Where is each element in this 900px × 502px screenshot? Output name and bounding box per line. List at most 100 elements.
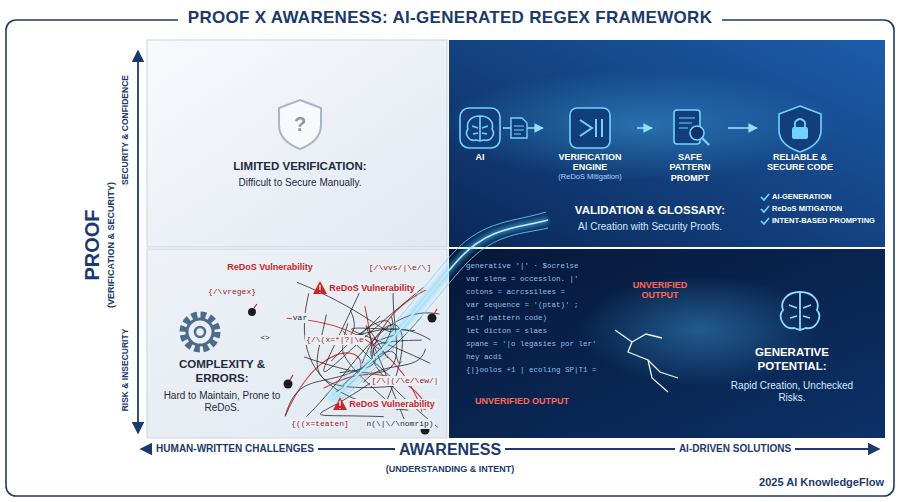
crack-lines	[632, 334, 662, 342]
crack-lines	[615, 330, 678, 392]
regex-fragment: <>	[259, 333, 271, 342]
node-body: AI Creation with Security Proofs.	[535, 221, 765, 233]
axis-end-label: RISK & INSECURITY	[121, 329, 131, 412]
quadrant-fills	[147, 40, 447, 247]
regex-fragment: var	[292, 313, 308, 322]
code-line: generative '|' · $ocrelse	[466, 262, 579, 271]
title-bar: PROOF X AWARENESS: AI-GENERATED REGEX FR…	[0, 8, 900, 28]
quadrant-panel: LIMITED VERIFICATION: Difficult to Secure…	[147, 40, 447, 247]
bomb-icons	[434, 309, 437, 314]
regex-fragment: [/\vvs/|\e/\]	[368, 263, 432, 272]
node-heading: COMPLEXITY & ERRORS:	[155, 358, 289, 386]
warning-label: UNVERIFIED OUTPUT	[624, 280, 696, 301]
bomb-icons	[428, 314, 437, 323]
step-icons	[467, 116, 494, 141]
tangled-regex-lines	[306, 313, 439, 417]
quadrant-fills	[449, 249, 885, 438]
step-icons	[580, 119, 602, 137]
watermark: 2025 AI KnowledgeFlow	[759, 476, 884, 489]
warning-icons	[313, 281, 327, 294]
code-line: let dicton = slaes	[466, 327, 547, 336]
checklist-item: ReDoS MITIGATION	[772, 205, 842, 214]
brain-icon	[789, 292, 811, 330]
regex-fragment: [/\|(/\e/\ew/|	[370, 376, 439, 385]
pipeline-step: RELIABLE & SECURE CODE	[758, 108, 842, 175]
regex-fragment: {/\(x=*|?|\e	[305, 335, 365, 344]
node-body: (ReDoS Mitigation)	[548, 173, 632, 182]
document-icon	[511, 118, 527, 138]
regex-fragment: n(\|\/\nomrip)	[365, 419, 434, 428]
gear-icon	[195, 327, 205, 337]
warning-label: ReDoS Vulnerability	[347, 399, 437, 409]
check-marks	[761, 194, 769, 224]
diagram-title: PROOF X AWARENESS: AI-GENERATED REGEX FR…	[178, 8, 722, 27]
warning-label: ReDoS Vulnerability	[327, 283, 417, 293]
warning-label: UNVERIFIED OUTPUT	[462, 396, 582, 406]
warning-icons	[319, 285, 320, 293]
code-line: {|}oolos +1 | ecoling SP|T1 =	[466, 366, 597, 375]
axis-title: PROOF	[81, 209, 104, 280]
shield-icon	[279, 100, 321, 149]
node-heading: AI	[462, 152, 498, 162]
code-line: var slene = occesslon. |'	[466, 275, 579, 284]
edge-group	[503, 128, 757, 129]
bomb-icons	[290, 375, 293, 380]
node-heading: RELIABLE & SECURE CODE	[762, 152, 838, 173]
axis-end-label: HUMAN-WRITTEN CHALLENGES	[152, 443, 318, 455]
code-line: cotons = acrcssilees =	[466, 288, 565, 297]
step-icons	[570, 108, 610, 148]
axis-title: AWARENESS	[395, 441, 505, 459]
gear-icon	[183, 315, 217, 349]
pipeline-step: SAFE PATTERN PROMPT	[653, 108, 727, 185]
bomb-icons	[284, 380, 293, 389]
step-icons	[795, 119, 805, 127]
gear-icon	[187, 319, 213, 345]
quadrant-fills	[440, 70, 840, 180]
step-icons	[690, 126, 704, 140]
step-icons	[460, 106, 821, 152]
document-icon	[511, 118, 527, 138]
axis-subtitle: (VERIFICATION & SECURITY)	[106, 182, 116, 308]
flow-arrow	[728, 127, 757, 129]
axis-lines	[137, 52, 139, 432]
gear-icon	[183, 315, 217, 349]
node-heading: LIMITED VERIFICATION:	[185, 160, 415, 174]
bomb-icons	[248, 308, 256, 316]
quadrant-fills	[147, 40, 885, 438]
step-icons	[460, 108, 500, 148]
code-line: var sequence = '(ptat)' ;	[466, 301, 579, 310]
check-marks	[761, 206, 769, 212]
quadrant-panel: COMPLEXITY & ERRORS: Hard to Maintain, Pr…	[147, 249, 447, 438]
axis-subtitle: (UNDERSTANDING & INTENT)	[386, 464, 514, 474]
crack-lines	[648, 360, 668, 392]
checklist-item: INTENT-BASED PROMPTING	[772, 217, 875, 226]
shield-icon	[279, 100, 321, 149]
warning-icons	[339, 401, 340, 409]
check-marks	[761, 218, 769, 224]
quadrant-fills	[147, 249, 447, 438]
node-body: Difficult to Secure Manually.	[185, 177, 415, 189]
brain-icon	[781, 292, 819, 330]
node-heading: GENERATIVE POTENTIAL:	[721, 346, 863, 374]
axis-lines	[138, 52, 878, 449]
axis-end-label: SECURITY & CONFIDENCE	[121, 75, 131, 185]
step-icons	[792, 127, 808, 139]
icon-glyph: ?	[294, 113, 306, 136]
node-body: Rapid Creation, Unchecked Risks.	[721, 380, 863, 404]
bomb-icons	[254, 304, 257, 308]
code-line: self pattern code)	[466, 314, 547, 323]
light-stream	[336, 228, 548, 404]
document-icon	[514, 126, 524, 134]
node-body: Hard to Maintain, Prone to ReDoS.	[155, 390, 289, 414]
crack-lines	[615, 330, 678, 378]
node-heading: VALIDATION & GLOSSARY:	[535, 204, 765, 218]
pipeline-step: VERIFICATION ENGINE(ReDoS Mitigation)	[544, 108, 636, 183]
node-heading: SAFE PATTERN PROMPT	[657, 152, 723, 183]
code-line: hey acdi	[466, 353, 502, 362]
axis-end-label: AI-DRIVEN SOLUTIONS	[675, 443, 795, 455]
brain-icon	[781, 292, 819, 330]
step-icons	[679, 118, 695, 128]
tangled-regex-lines	[285, 282, 439, 427]
check-marks	[761, 194, 769, 200]
